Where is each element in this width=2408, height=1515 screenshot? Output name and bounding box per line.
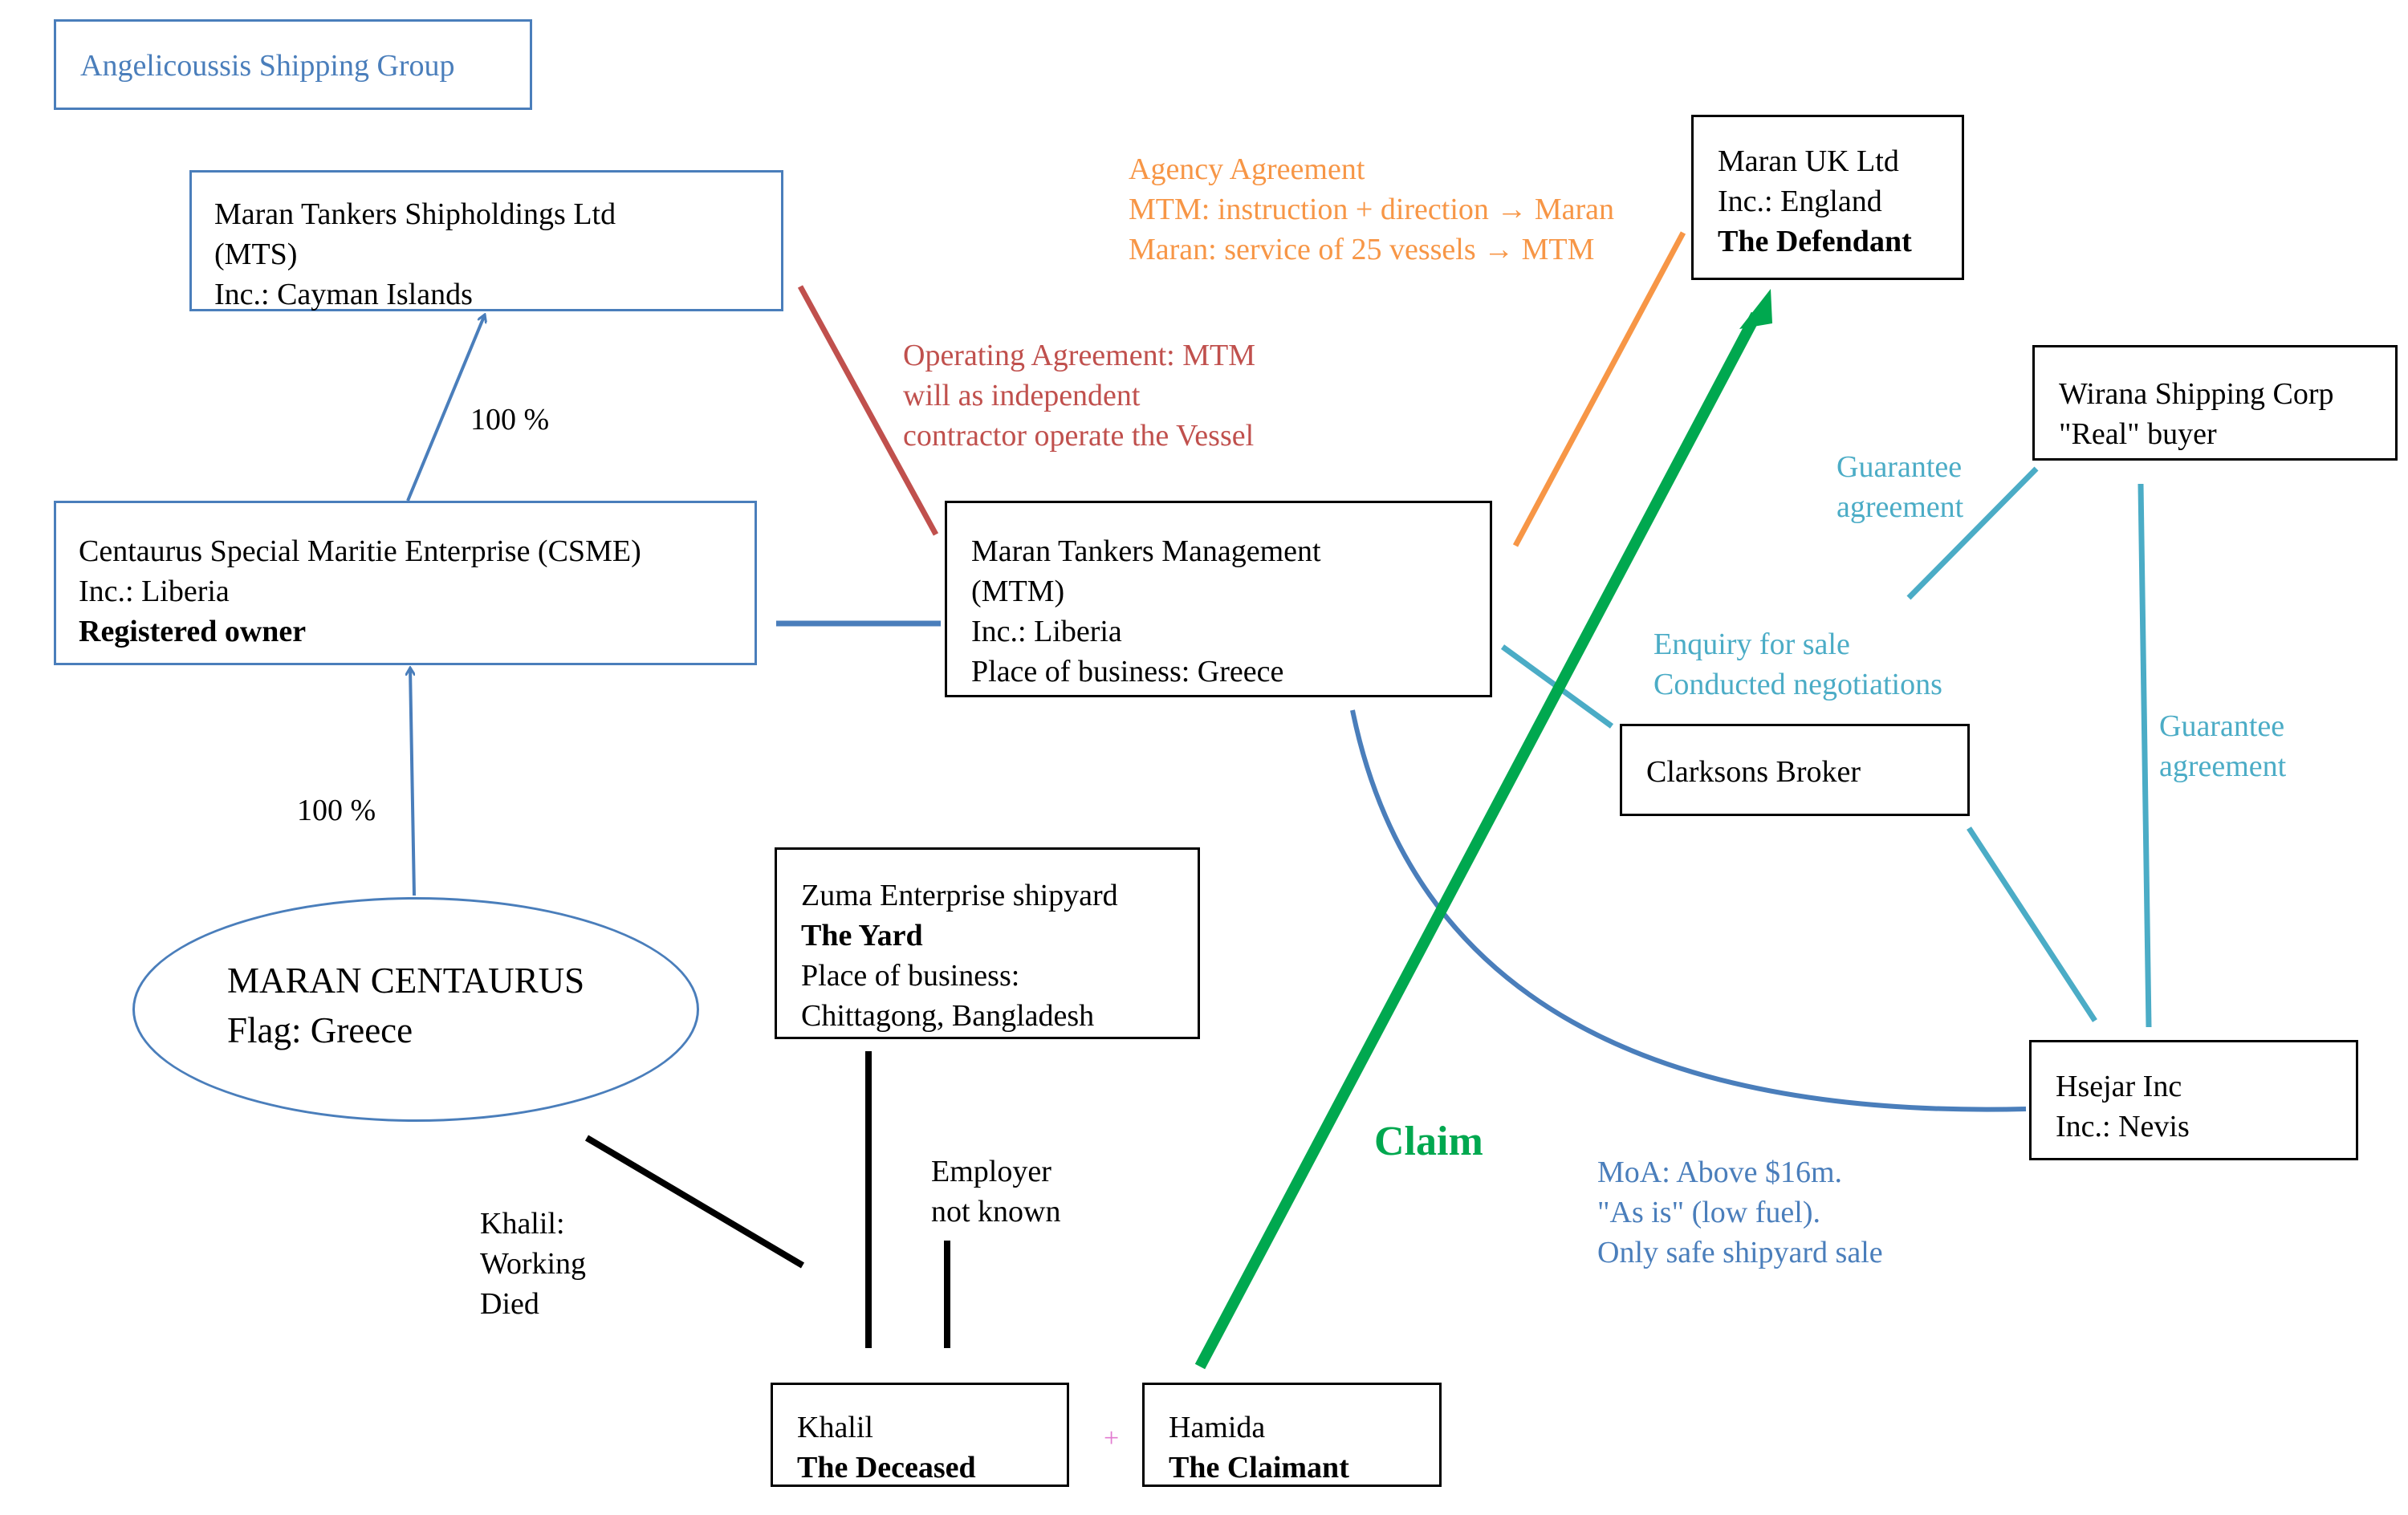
khalil-box: Khalil The Deceased [771, 1383, 1069, 1487]
guarantee-label-right: Guarantee agreement [2159, 709, 2287, 783]
mtm-inc: Inc.: Liberia [971, 615, 1122, 648]
ownership-label-mts: 100 % [470, 403, 550, 437]
agency-agreement-label: Agency Agreement MTM: instruction + dire… [1129, 152, 1615, 266]
moa-label: MoA: Above $16m. "As is" (low fuel). Onl… [1597, 1156, 1883, 1269]
enquiry-label: Enquiry for sale Conducted negotiations [1653, 628, 1942, 701]
ownership-label-csme: 100 % [297, 794, 376, 827]
mts-abbr: (MTS) [214, 238, 298, 271]
khalil-working-line [584, 1135, 805, 1269]
hamida-role: The Claimant [1169, 1451, 1349, 1485]
clarksons-box: Clarksons Broker [1620, 724, 1970, 816]
clarksons-hsejar-line [1967, 827, 2097, 1022]
khalil-role: The Deceased [797, 1451, 976, 1485]
vessel-name: MARAN CENTAURUS [227, 961, 585, 1001]
maran-uk-box: Maran UK Ltd Inc.: England The Defendant [1691, 115, 1964, 280]
zuma-name: Zuma Enterprise shipyard [801, 879, 1118, 912]
mtm-place: Place of business: Greece [971, 655, 1284, 688]
wirana-name: Wirana Shipping Corp [2059, 377, 2334, 411]
claim-arrow-shaft [1194, 311, 1762, 1370]
claim-label: Claim [1374, 1119, 1483, 1164]
group-title: Angelicoussis Shipping Group [80, 49, 455, 83]
claim-arrow-head [1739, 289, 1772, 329]
zuma-place-label: Place of business: [801, 959, 1020, 993]
hsejar-name: Hsejar Inc [2056, 1070, 2182, 1103]
plus-sign: + [1104, 1424, 1120, 1453]
mtm-box: Maran Tankers Management (MTM) Inc.: Lib… [945, 501, 1492, 697]
vessel-flag: Flag: Greece [227, 1010, 413, 1050]
mtm-abbr: (MTM) [971, 575, 1065, 608]
clarksons-name: Clarksons Broker [1646, 755, 1861, 789]
mts-box: Maran Tankers Shipholdings Ltd (MTS) Inc… [189, 170, 783, 311]
employer-label: Employer not known [931, 1155, 1061, 1229]
hsejar-inc: Inc.: Nevis [2056, 1110, 2190, 1143]
zuma-box: Zuma Enterprise shipyard The Yard Place … [775, 847, 1200, 1039]
csme-box: Centaurus Special Maritie Enterprise (CS… [54, 501, 757, 665]
maran-uk-name: Maran UK Ltd [1718, 144, 1899, 178]
ownership-arrow-csme-to-mts [406, 315, 485, 502]
maran-uk-role: The Defendant [1718, 225, 1912, 258]
group-title-box: Angelicoussis Shipping Group [54, 19, 532, 110]
hamida-name: Hamida [1169, 1411, 1266, 1444]
csme-inc: Inc.: Liberia [79, 575, 230, 608]
vessel-ellipse: MARAN CENTAURUS Flag: Greece [132, 897, 699, 1122]
zuma-place: Chittagong, Bangladesh [801, 999, 1095, 1033]
khalil-name: Khalil [797, 1411, 873, 1444]
agency-agreement-line [1512, 231, 1686, 547]
mts-name: Maran Tankers Shipholdings Ltd [214, 197, 616, 231]
zuma-role: The Yard [801, 919, 923, 952]
hsejar-box: Hsejar Inc Inc.: Nevis [2029, 1040, 2358, 1160]
khalil-working-label: Khalil: Working Died [480, 1207, 587, 1321]
wirana-role: "Real" buyer [2059, 417, 2217, 451]
csme-name: Centaurus Special Maritie Enterprise (CS… [79, 534, 641, 568]
wirana-box: Wirana Shipping Corp "Real" buyer [2032, 345, 2398, 461]
guarantee-line-left [1906, 466, 2039, 600]
csme-role: Registered owner [79, 615, 307, 648]
ownership-arrow-vessel-to-csme [410, 668, 416, 896]
moa-arc [1350, 709, 2027, 1112]
mts-inc: Inc.: Cayman Islands [214, 278, 473, 311]
mtm-name: Maran Tankers Management [971, 534, 1321, 568]
guarantee-line-right [2138, 483, 2152, 1028]
guarantee-label-left: Guarantee agreement [1837, 450, 1964, 524]
operating-agreement-line [797, 285, 939, 536]
operating-agreement-label: Operating Agreement: MTM will as indepen… [903, 339, 1256, 453]
hamida-box: Hamida The Claimant [1142, 1383, 1442, 1487]
maran-uk-inc: Inc.: England [1718, 185, 1882, 218]
